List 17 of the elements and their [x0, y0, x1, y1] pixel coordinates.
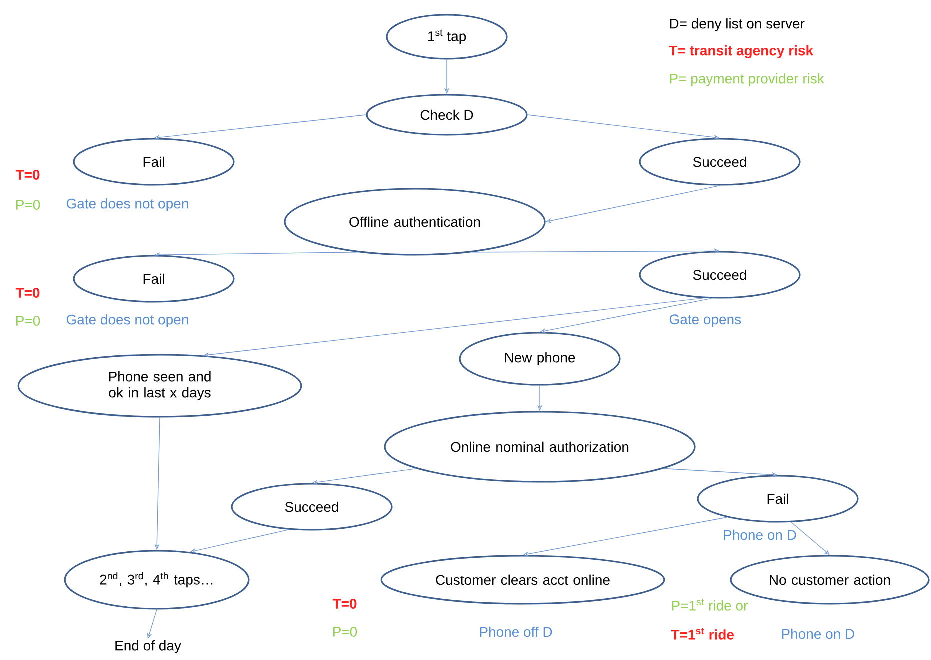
note-text: Gate opens	[670, 314, 742, 328]
note-text: T=0	[332, 599, 357, 609]
note-text: T=1$^{st}$ ride	[671, 628, 734, 640]
note-text: P=0	[334, 627, 358, 637]
note-text: T=0	[16, 288, 40, 298]
end-text: End of day	[116, 640, 182, 654]
note-text: Phone off D	[480, 626, 552, 638]
note-text: T= transit agency risk	[669, 45, 814, 59]
note-text: Gate does not open	[66, 198, 188, 212]
note-text: D= deny list on server	[670, 18, 805, 32]
note-text: T=0	[16, 170, 40, 180]
note-text: P=0	[16, 200, 40, 210]
note-text: P= payment provider risk	[670, 73, 824, 87]
note-text: Phone on D	[724, 530, 796, 540]
note-text: Gate does not open	[66, 314, 188, 328]
note-text: P=0	[16, 316, 40, 326]
note-text: Phone on D	[782, 628, 854, 640]
